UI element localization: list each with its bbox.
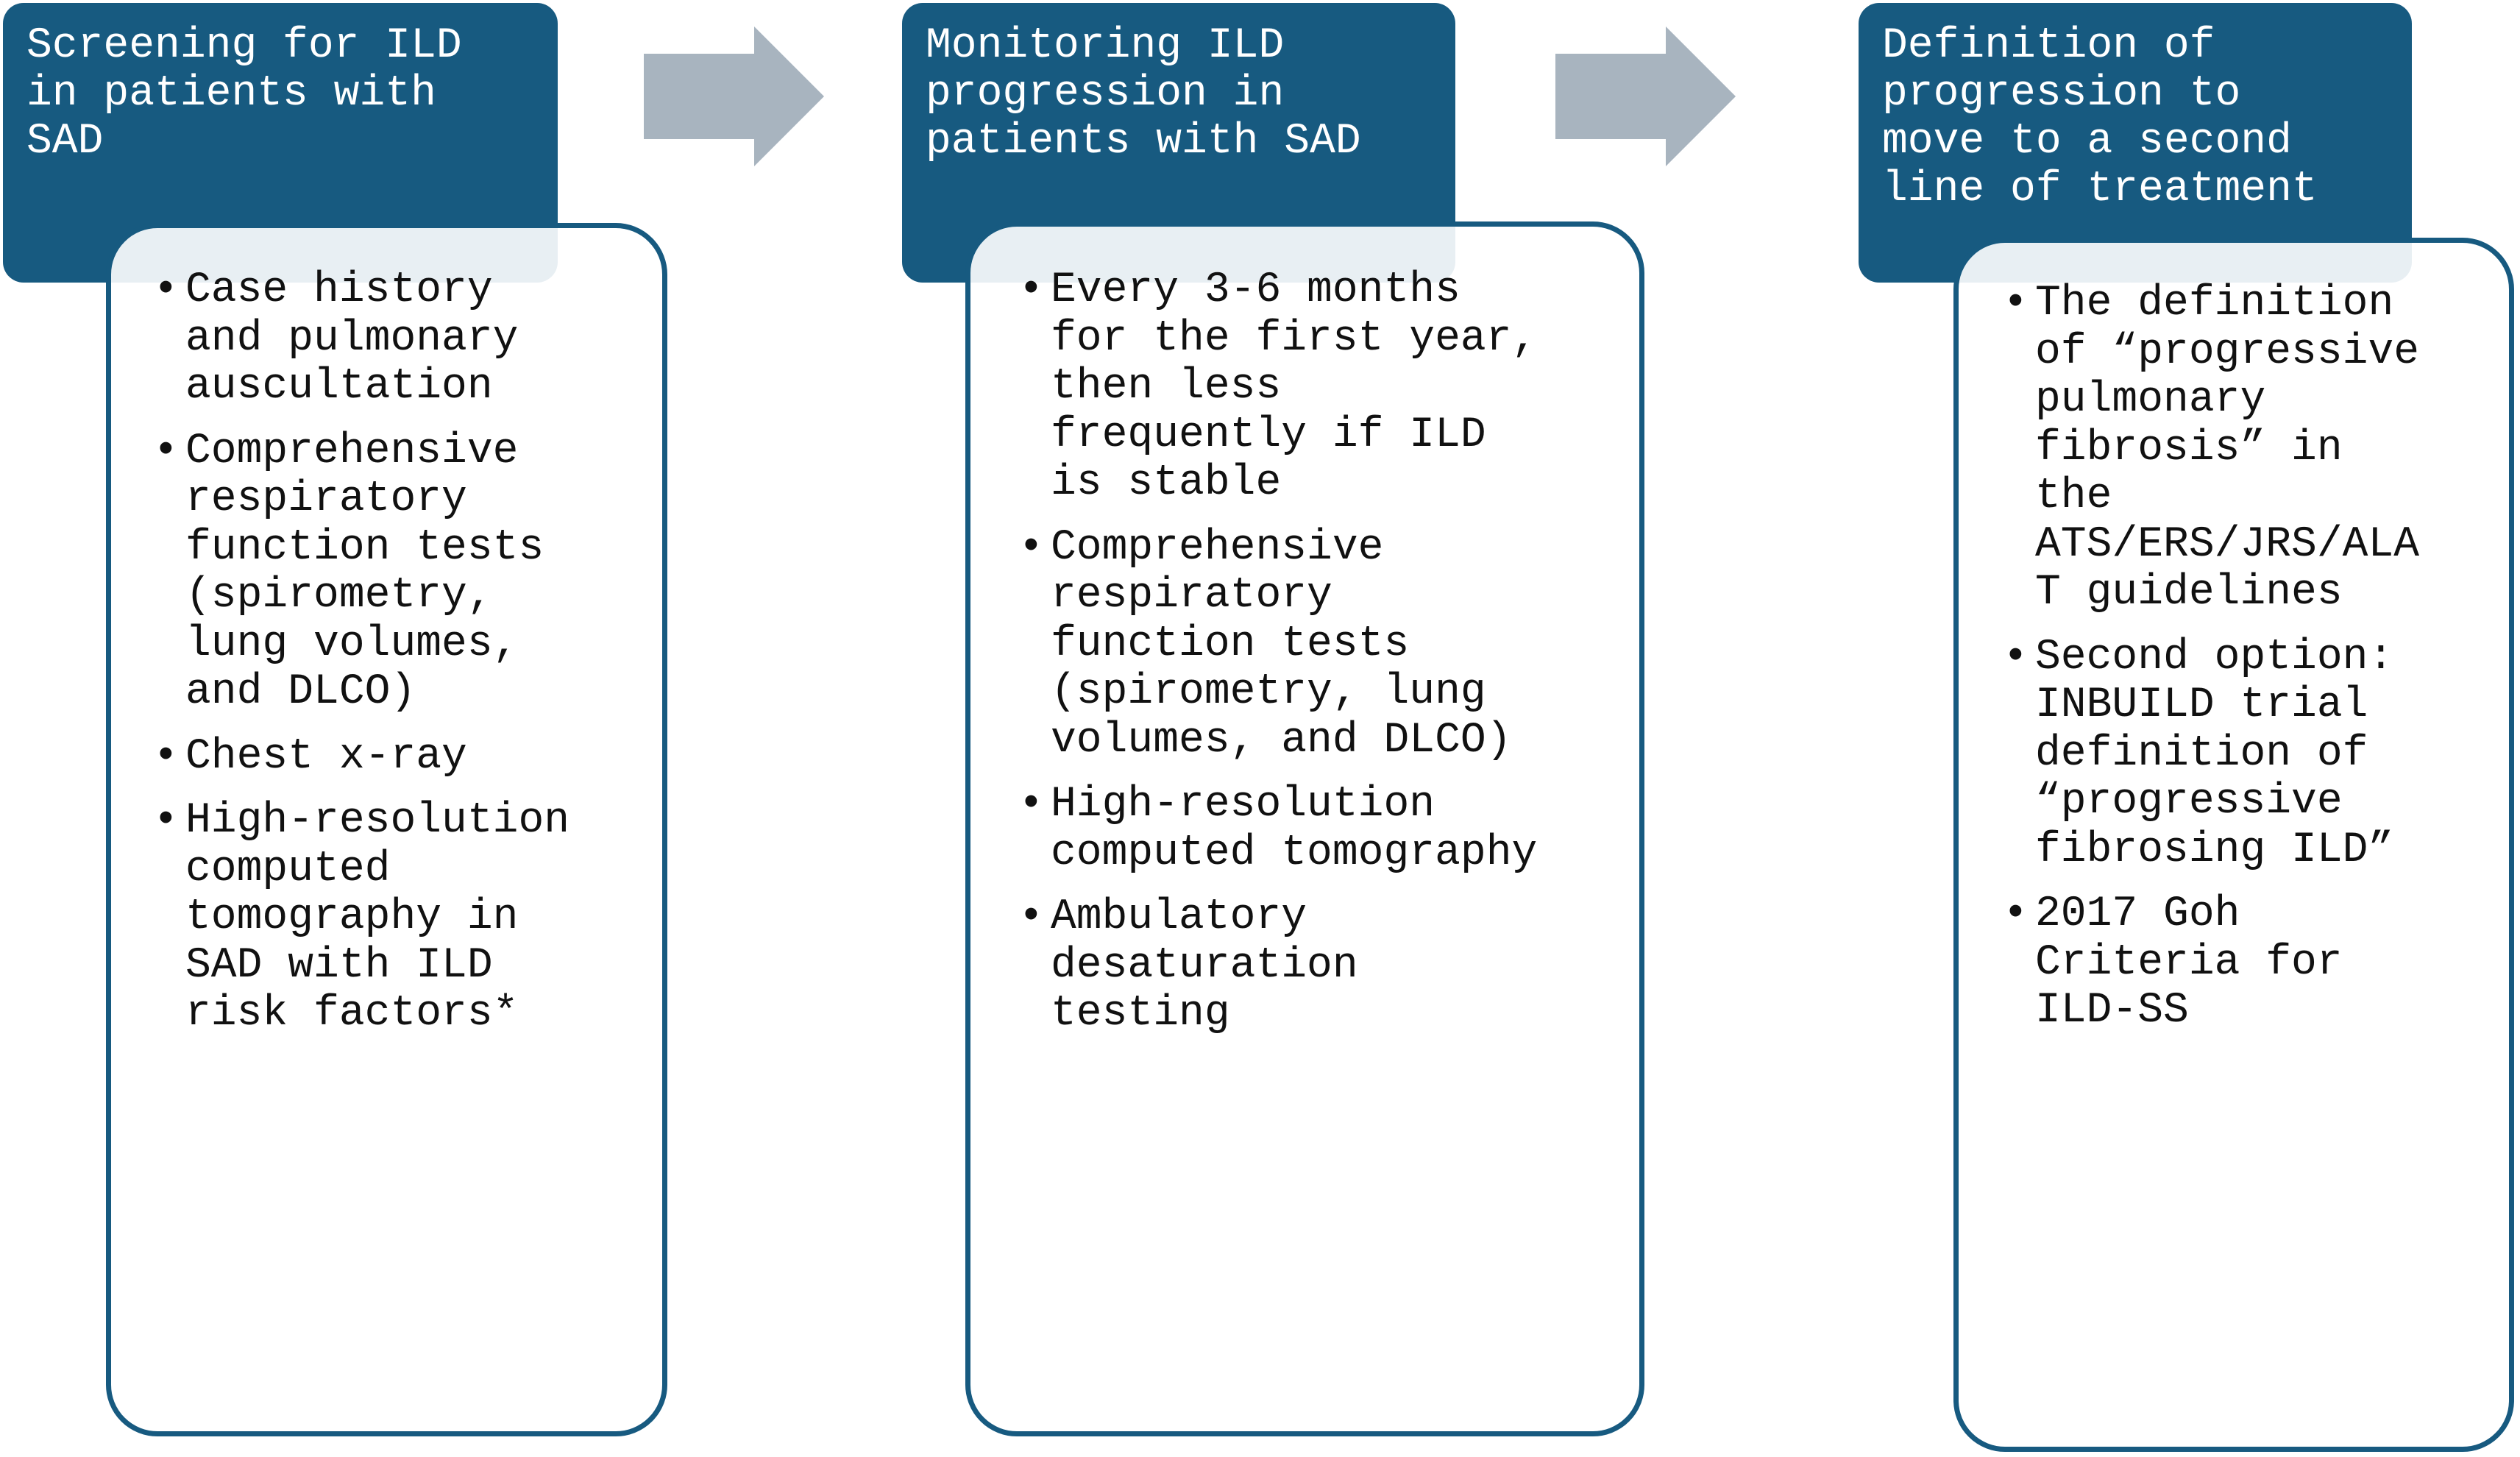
list-item: •Case history and pulmonary auscultation: [153, 266, 569, 411]
bullet-icon: •: [153, 427, 179, 475]
bullet-icon: •: [153, 797, 179, 845]
right-arrow-icon: [1555, 26, 1736, 166]
bullet-icon: •: [1018, 781, 1044, 829]
list-item-text: Comprehensive respiratory function tests…: [1051, 523, 1512, 765]
list-item-text: Every 3-6 months for the first year, the…: [1051, 266, 1538, 507]
bullet-icon: •: [1018, 893, 1044, 941]
bullet-icon: •: [2003, 890, 2029, 938]
list-item: •Second option: INBUILD trial definition…: [2003, 633, 2419, 875]
list-item-text: 2017 Goh Criteria for ILD-SS: [2035, 890, 2343, 1035]
arrow-shape: [644, 26, 824, 166]
list-item-text: Second option: INBUILD trial definition …: [2035, 633, 2394, 874]
list-item: •2017 Goh Criteria for ILD-SS: [2003, 890, 2419, 1035]
list-item-text: Chest x-ray: [185, 732, 467, 781]
step-3-list: •The definition of “progressive pulmonar…: [2003, 280, 2420, 1052]
bullet-icon: •: [2003, 633, 2029, 681]
list-item: •Comprehensive respiratory function test…: [153, 427, 569, 717]
bullet-icon: •: [1018, 523, 1044, 572]
list-item-text: Case history and pulmonary auscultation: [185, 266, 519, 411]
step-1-header: Screening for ILD in patients with SAD: [3, 3, 558, 283]
arrow-shape: [1555, 26, 1736, 166]
list-item: •The definition of “progressive pulmonar…: [2003, 280, 2420, 617]
bullet-icon: •: [153, 266, 179, 314]
list-item-text: High-resolution computed tomography: [1051, 781, 1538, 877]
step-3-header: Definition of progression to move to a s…: [1859, 3, 2412, 283]
list-item: •Ambulatory desaturation testing: [1018, 893, 1537, 1038]
list-item: •High-resolution computed tomography: [1018, 781, 1538, 877]
list-item-text: High-resolution computed tomography in S…: [185, 797, 570, 1038]
list-item: •High-resolution computed tomography in …: [153, 797, 570, 1038]
right-arrow-icon: [644, 26, 824, 166]
step-2-list: •Every 3-6 months for the first year, th…: [1018, 266, 1538, 1054]
step-1-card: [106, 223, 667, 1436]
list-item-text: Comprehensive respiratory function tests…: [185, 427, 544, 717]
bullet-icon: •: [153, 732, 179, 781]
list-item: •Every 3-6 months for the first year, th…: [1018, 266, 1538, 508]
step-3-card: [1953, 238, 2514, 1452]
list-item: •Comprehensive respiratory function test…: [1018, 523, 1537, 765]
bullet-icon: •: [1018, 266, 1044, 314]
list-item-text: The definition of “progressive pulmonary…: [2035, 280, 2420, 617]
list-item: •Chest x-ray: [153, 732, 569, 781]
bullet-icon: •: [2003, 280, 2029, 327]
list-item-text: Ambulatory desaturation testing: [1051, 893, 1358, 1038]
step-2-card: [965, 221, 1644, 1436]
step-1-list: •Case history and pulmonary auscultation…: [153, 266, 570, 1054]
